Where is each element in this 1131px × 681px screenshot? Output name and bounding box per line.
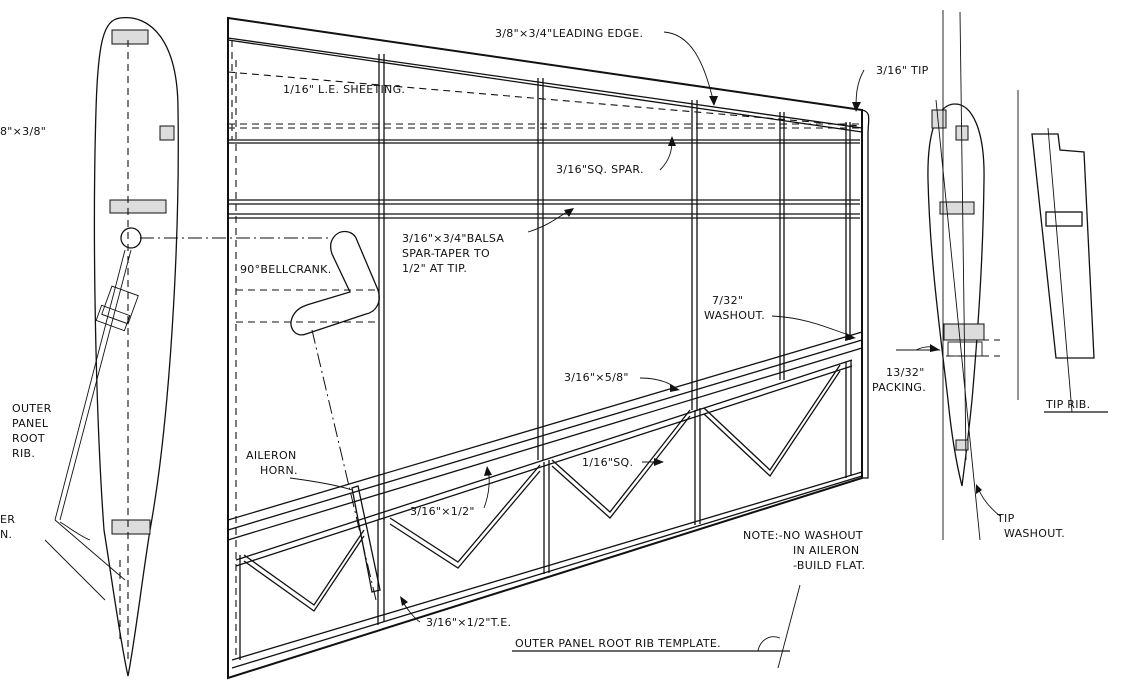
label-tip-rib: TIP RIB.	[1045, 398, 1090, 411]
label-packing-1: 13/32"	[886, 366, 925, 379]
label-edge-left-2: N.	[0, 528, 12, 541]
rib-spar-notch	[109, 199, 167, 214]
rib-side-block	[159, 125, 175, 141]
label-edge-top-left: 8"×3/8"	[0, 125, 46, 138]
label-balsa-spar-2: SPAR-TAPER TO	[402, 247, 490, 260]
label-balsa-spar-3: 1/2" AT TIP.	[402, 262, 467, 275]
tip-rib-profile	[927, 10, 1000, 541]
label-aileron-horn-1: AILERON	[246, 449, 296, 462]
label-template: OUTER PANEL ROOT RIB TEMPLATE.	[515, 637, 721, 650]
label-tip-washout-1: TIP	[996, 512, 1015, 525]
label-aileron-horn-2: HORN.	[260, 464, 298, 477]
root-rib-profile	[44, 16, 330, 677]
tip-rib-plan	[1017, 90, 1108, 413]
label-washout-2: WASHOUT.	[704, 309, 765, 322]
label-outer-panel-2: PANEL	[12, 417, 49, 430]
label-te: 3/16"×1/2"T.E.	[426, 616, 511, 629]
label-outer-panel-4: RIB.	[12, 447, 35, 460]
label-1-16-sq: 1/16"SQ.	[582, 456, 633, 469]
label-le-sheeting: 1/16" L.E. SHEETING.	[283, 83, 405, 96]
label-balsa-spar-1: 3/16"×3/4"BALSA	[402, 232, 504, 245]
wing-outline	[227, 16, 863, 680]
annotations: 3/8"×3/4"LEADING EDGE. 3/16" TIP 1/16" L…	[0, 27, 1090, 650]
label-note-3: -BUILD FLAT.	[793, 559, 865, 572]
leader-lines	[59, 31, 1001, 623]
label-sq-spar: 3/16"SQ. SPAR.	[556, 163, 644, 176]
label-leading-edge: 3/8"×3/4"LEADING EDGE.	[495, 27, 643, 40]
tip-block	[861, 109, 870, 479]
aileron-horn	[351, 485, 381, 593]
label-tip: 3/16" TIP	[876, 64, 929, 77]
label-spar-5-8: 3/16"×5/8"	[564, 371, 629, 384]
label-outer-panel-1: OUTER	[12, 402, 52, 415]
rib-top-block	[111, 29, 149, 45]
label-note-2: IN AILERON	[793, 544, 859, 557]
label-tip-washout-2: WASHOUT.	[1004, 527, 1065, 540]
label-3-16-1-2: 3/16"×1/2"	[410, 505, 475, 518]
label-washout-1: 7/32"	[712, 294, 743, 307]
bellcrank	[290, 230, 380, 336]
label-edge-left-1: ER	[0, 513, 15, 526]
label-packing-2: PACKING.	[872, 381, 926, 394]
label-bellcrank: 90°BELLCRANK.	[240, 263, 332, 276]
label-outer-panel-3: ROOT	[12, 432, 45, 445]
wing-panel	[227, 16, 870, 680]
rib-bottom-block	[111, 519, 151, 535]
label-note-1: NOTE:-NO WASHOUT	[743, 529, 863, 542]
rib-hole	[120, 227, 142, 249]
